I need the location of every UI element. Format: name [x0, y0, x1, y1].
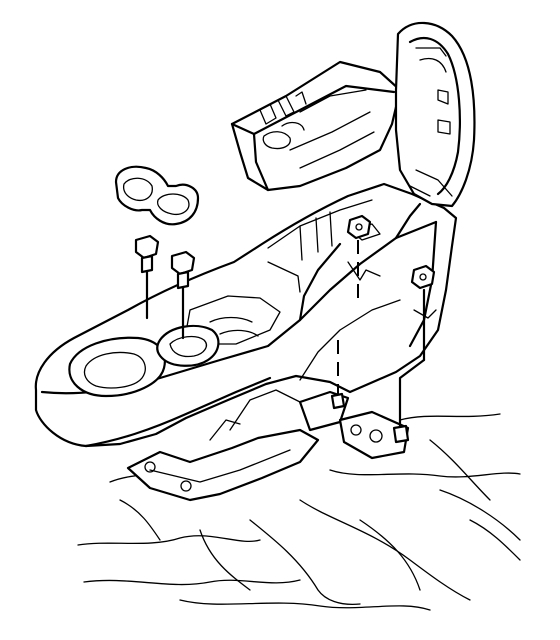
floor-carpet	[77, 413, 521, 611]
rear-nut-right	[392, 264, 436, 444]
floor-console-body	[34, 182, 458, 448]
rear-nut-left	[330, 214, 372, 410]
mounting-bracket	[126, 389, 410, 502]
front-bolt-right	[170, 250, 196, 340]
cupholder-insert	[114, 165, 200, 226]
armrest-lid	[394, 21, 476, 208]
front-bolt-left	[134, 234, 160, 320]
storage-bin-insert	[230, 60, 402, 192]
